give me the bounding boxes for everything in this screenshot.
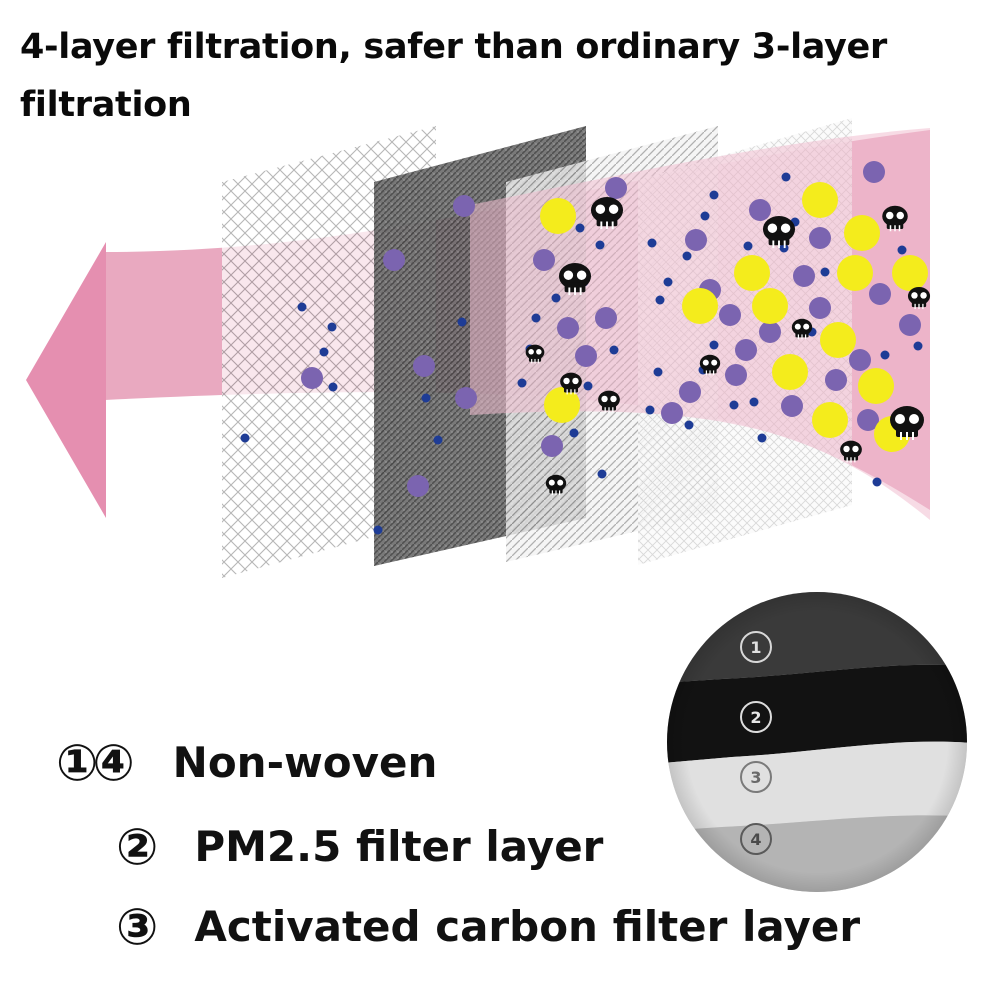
photo-label-3: 3 (750, 768, 761, 787)
legend-label: Activated carbon filter layer (194, 902, 861, 951)
headline: 4-layer filtration, safer than ordinary … (20, 27, 887, 125)
legend-number: ② (116, 818, 158, 876)
particles-purple (301, 161, 921, 497)
photo-label-4-ring (740, 823, 772, 855)
legend-row-pm25: ② PM2.5 filter layer (116, 822, 603, 872)
photo-label-4: 4 (750, 830, 761, 849)
photo-label-1: 1 (750, 638, 761, 657)
particles-yellow (540, 182, 928, 452)
photo-label-2-ring (740, 701, 772, 733)
photo-label-3-ring (740, 761, 772, 793)
layers-photo: 1 2 3 4 (667, 592, 967, 892)
photo-label-2: 2 (750, 708, 761, 727)
legend-label: Non-woven (172, 738, 438, 787)
legend-number: ①④ (56, 734, 135, 792)
legend-row-carbon: ③ Activated carbon filter layer (116, 902, 860, 952)
filtration-illustration (26, 118, 931, 578)
legend-row-nonwoven: ①④ Non-woven (56, 738, 437, 788)
legend-label: PM2.5 filter layer (194, 822, 604, 871)
legend-number: ③ (116, 898, 158, 956)
photo-label-1-ring (740, 631, 772, 663)
